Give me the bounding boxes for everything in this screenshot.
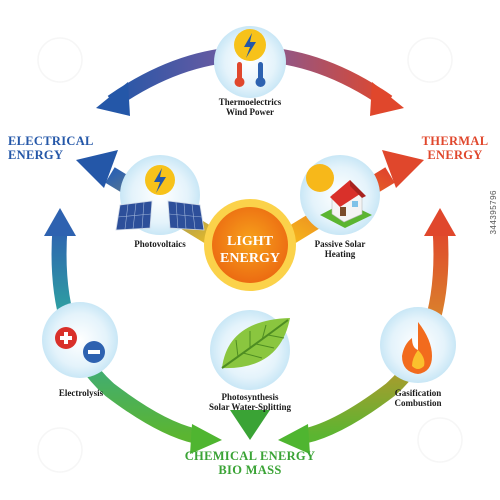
light-energy-line1: LIGHT: [227, 234, 273, 249]
flame-icon: [402, 322, 432, 374]
left-arc-arrow: [44, 208, 222, 454]
stock-id: 344395796: [489, 190, 498, 235]
photosynthesis-line1: Photosynthesis: [221, 392, 279, 402]
thermal-line2: ENERGY: [427, 148, 483, 162]
electrolysis-label: Electrolysis: [46, 388, 116, 398]
thermoelectrics-label: Thermoelectrics Wind Power: [200, 97, 300, 117]
house-icon: [306, 164, 372, 228]
photosynthesis-line2: Solar Water-Splitting: [208, 402, 292, 412]
chemical-line2: BIO MASS: [218, 463, 282, 477]
electrical-energy-label: ELECTRICAL ENERGY: [8, 134, 94, 162]
electrical-line1: ELECTRICAL: [8, 134, 94, 148]
photovoltaics-label: Photovoltaics: [118, 239, 202, 249]
light-energy-title: LIGHT ENERGY: [205, 233, 295, 267]
solar-panel-icon: [115, 165, 205, 231]
passive-solar-label: Passive Solar Heating: [298, 239, 382, 259]
thermal-line1: THERMAL: [421, 134, 489, 148]
thermoelectrics-line2: Wind Power: [225, 107, 275, 117]
gasification-line1: Gasification: [394, 388, 442, 398]
thermal-energy-label: THERMAL ENERGY: [416, 134, 494, 162]
electrolysis-line1: Electrolysis: [58, 388, 104, 398]
gasification-line2: Combustion: [394, 398, 442, 408]
light-energy-line2: ENERGY: [220, 251, 280, 266]
plus-minus-icon: [55, 327, 105, 363]
leaf-icon: [221, 318, 290, 369]
bubble-electrolysis: [42, 302, 118, 378]
gasification-label: Gasification Combustion: [378, 388, 458, 408]
thermometer-icon: [234, 29, 266, 87]
photovoltaics-line1: Photovoltaics: [134, 239, 186, 249]
chemical-line1: CHEMICAL ENERGY: [184, 449, 316, 463]
passive-solar-line1: Passive Solar: [314, 239, 366, 249]
electrical-line2: ENERGY: [8, 148, 64, 162]
watermark: [37, 37, 463, 473]
bubble-thermoelectrics: [214, 26, 286, 98]
right-arc-arrow: [278, 208, 456, 454]
light-energy-sun: [204, 199, 296, 291]
passive-solar-line2: Heating: [324, 249, 356, 259]
thermoelectrics-line1: Thermoelectrics: [218, 97, 282, 107]
photosynthesis-label: Photosynthesis Solar Water-Splitting: [195, 392, 305, 412]
chemical-energy-label: CHEMICAL ENERGY BIO MASS: [170, 449, 330, 477]
